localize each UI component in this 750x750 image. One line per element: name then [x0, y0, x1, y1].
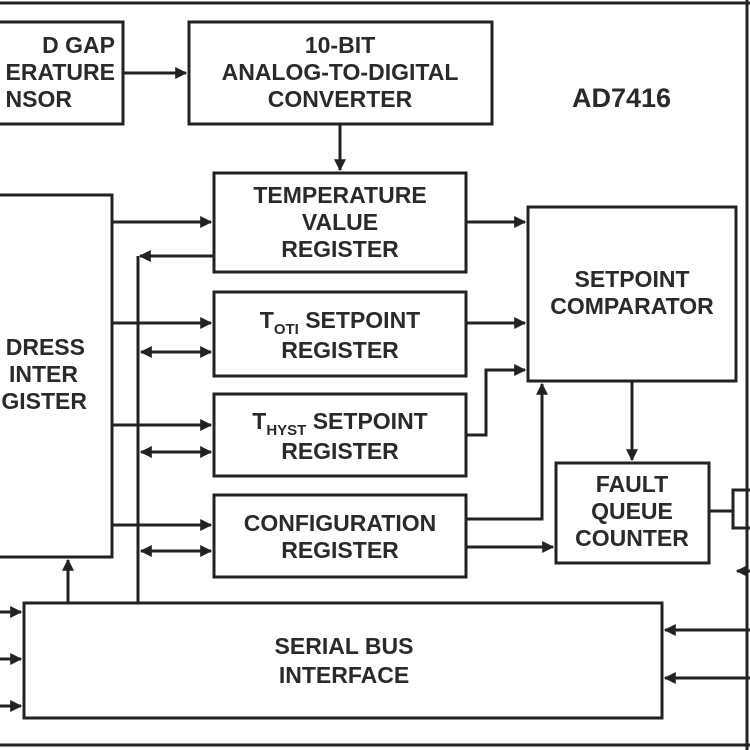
temp-reg-label-line1: TEMPERATURE: [253, 182, 426, 208]
config-reg-label-line1: CONFIGURATION: [244, 510, 437, 536]
signal-wires: [0, 67, 750, 712]
sensor-label-line3: NSOR: [6, 86, 73, 112]
thyst-setpoint-register-block: THYST SETPOINT REGISTER: [212, 392, 468, 478]
serial-bus-label-line2: INTERFACE: [279, 662, 409, 688]
thyst-reg-label-line2: REGISTER: [281, 438, 399, 464]
fault-queue-output-branch: [731, 511, 750, 530]
setpoint-comparator-block: SETPOINT COMPARATOR: [526, 205, 738, 383]
config-reg-label-line2: REGISTER: [281, 537, 399, 563]
sensor-label-line2: ERATURE: [6, 59, 115, 85]
toti-setpoint-register-block: TOTI SETPOINT REGISTER: [212, 290, 468, 378]
serial-bus-label-line1: SERIAL BUS: [275, 633, 414, 659]
fault-queue-label-line3: COUNTER: [575, 525, 689, 551]
chip-name-label: AD7416: [572, 83, 671, 113]
config-reg-to-comparator-arrow: [466, 382, 548, 521]
thyst-reg-to-comparator-arrow: [466, 364, 527, 437]
thyst-reg-label-line1: THYST SETPOINT: [252, 408, 427, 439]
toti-reg-label-line1: TOTI SETPOINT: [260, 307, 420, 338]
adc-label-line1: 10-BIT: [305, 32, 375, 58]
fault-queue-label-line2: QUEUE: [591, 498, 673, 524]
address-ptr-label-line3: GISTER: [1, 388, 87, 414]
adc-label-line2: ANALOG-TO-DIGITAL: [222, 59, 459, 85]
adc-label-line3: CONVERTER: [268, 86, 413, 112]
address-ptr-label-line2: INTER: [9, 361, 78, 387]
temperature-value-register-block: TEMPERATURE VALUE REGISTER: [212, 171, 468, 274]
adc-block: 10-BIT ANALOG-TO-DIGITAL CONVERTER: [187, 20, 494, 126]
temp-reg-label-line2: VALUE: [302, 209, 378, 235]
temp-reg-label-line3: REGISTER: [281, 236, 399, 262]
configuration-register-block: CONFIGURATION REGISTER: [212, 493, 468, 579]
address-pointer-register-block: DRESS INTER GISTER: [0, 193, 114, 559]
fault-queue-output-line: [709, 488, 750, 513]
address-ptr-label-line1: DRESS: [6, 334, 85, 360]
sensor-label-line1: D GAP: [42, 32, 115, 58]
fault-queue-label-line1: FAULT: [596, 471, 668, 497]
fault-queue-counter-block: FAULT QUEUE COUNTER: [554, 461, 711, 565]
bandgap-temperature-sensor-block: D GAP ERATURE NSOR: [0, 20, 125, 126]
toti-reg-label-line2: REGISTER: [281, 337, 399, 363]
comparator-label-line1: SETPOINT: [574, 266, 689, 292]
comparator-label-line2: COMPARATOR: [550, 293, 714, 319]
serial-bus-interface-block: SERIAL BUS INTERFACE: [22, 601, 664, 720]
